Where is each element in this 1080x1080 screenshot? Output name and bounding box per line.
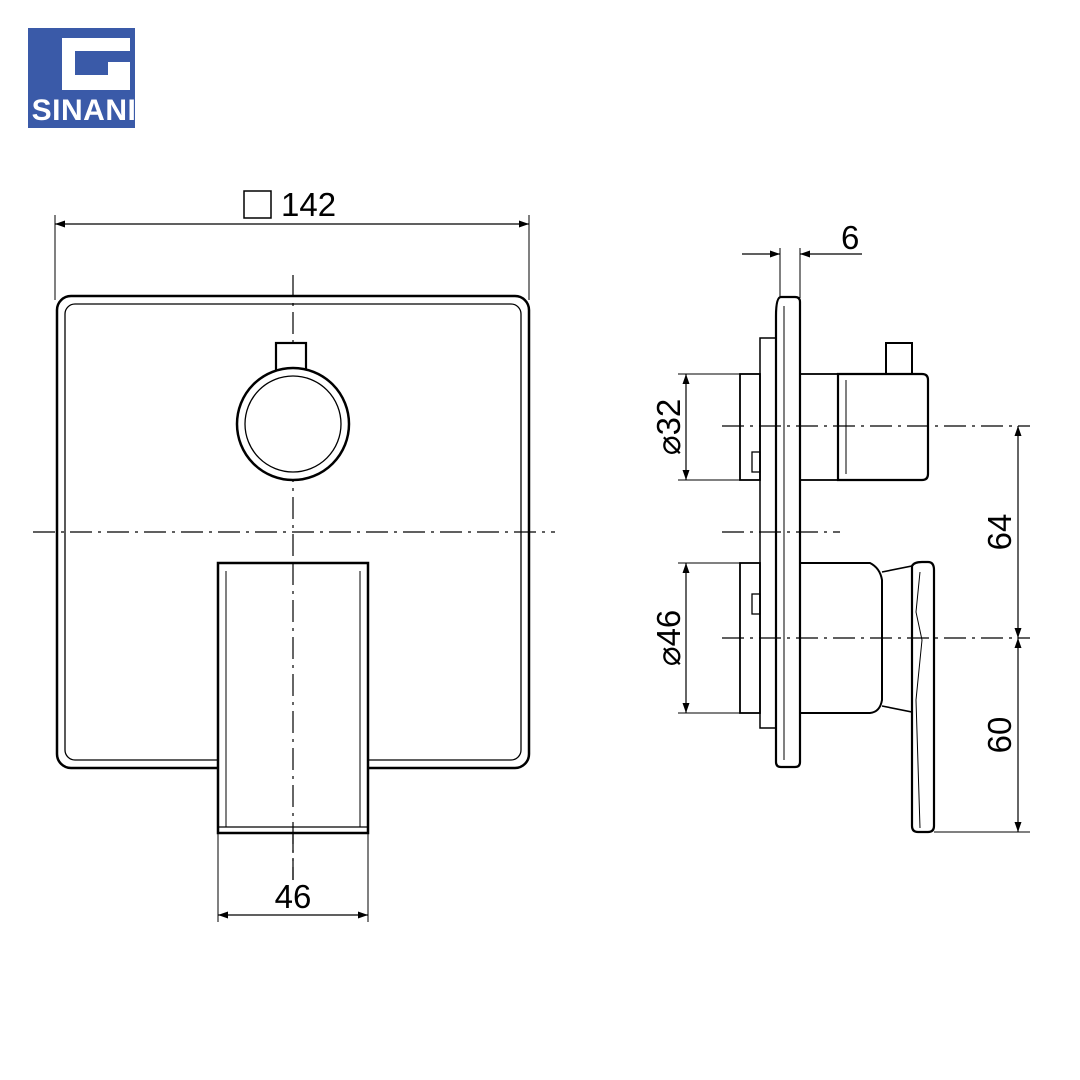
lower-diameter-label-text: ⌀46 xyxy=(650,610,687,667)
upper-offset-label-group: 64 xyxy=(981,514,1018,551)
upper-diameter-label: 32 xyxy=(650,399,687,436)
logo-mark-icon xyxy=(62,38,130,90)
logo-text: SINANI xyxy=(32,94,137,127)
lower-offset-label-group: 60 xyxy=(981,717,1018,754)
lower-mixer-body xyxy=(799,562,883,714)
width-label: 142 xyxy=(281,186,336,223)
front-view xyxy=(33,190,555,922)
lower-diameter-label: 46 xyxy=(650,610,687,647)
plate-flange xyxy=(759,337,777,729)
mixer-lever-inner-edge xyxy=(915,571,923,829)
brand-logo: SINANI xyxy=(28,28,136,128)
upper-knob-base xyxy=(799,373,839,481)
upper-knob-pin xyxy=(885,342,913,375)
plate-profile xyxy=(774,295,802,769)
upper-offset-label: 64 xyxy=(981,514,1018,551)
diameter-symbol-icon: ⌀ xyxy=(650,435,687,455)
square-symbol-icon xyxy=(243,190,272,219)
diameter-symbol-icon: ⌀ xyxy=(650,646,687,666)
diverter-knob-inner xyxy=(244,375,342,473)
lower-diameter-label-group: ⌀46 xyxy=(650,610,687,667)
lower-body-detail xyxy=(751,593,761,615)
upper-body-detail xyxy=(751,451,761,473)
handle-width-label: 46 xyxy=(275,878,312,915)
upper-body-rear xyxy=(739,373,761,481)
diverter-knob-outer xyxy=(235,366,351,482)
upper-knob-profile xyxy=(836,372,930,482)
upper-diameter-label-text: ⌀32 xyxy=(650,399,687,456)
lower-mixer-collar xyxy=(881,565,913,713)
mixer-lever-profile xyxy=(910,560,936,834)
plate-thickness-label: 6 xyxy=(841,219,859,256)
upper-diameter-label-group: ⌀32 xyxy=(650,399,687,456)
lower-offset-label: 60 xyxy=(981,717,1018,754)
side-view xyxy=(678,248,1030,834)
